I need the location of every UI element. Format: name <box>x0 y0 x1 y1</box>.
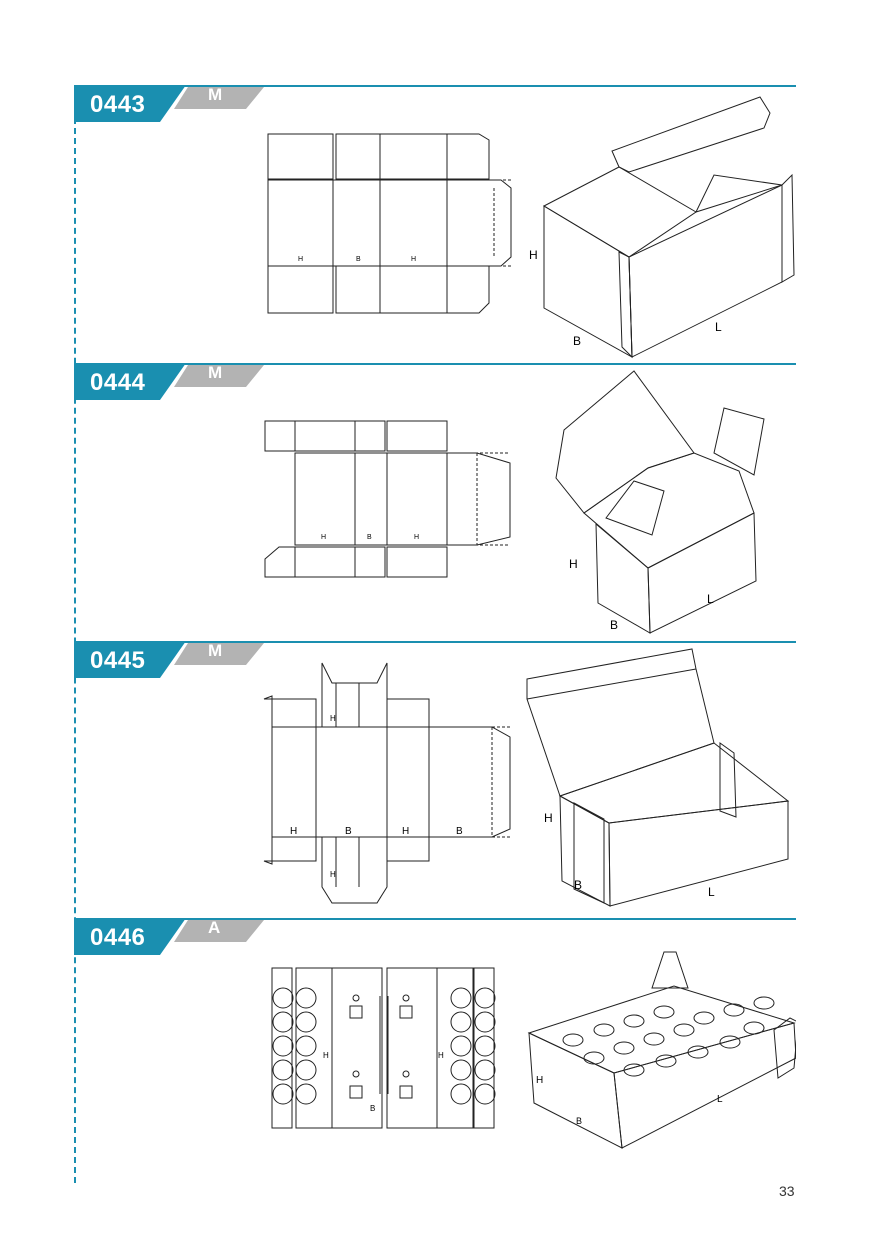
dim-label-l: L <box>708 885 715 899</box>
flat-label-h1: H <box>290 826 297 837</box>
flat-layout <box>271 967 496 1129</box>
section-rule <box>74 641 796 643</box>
section-0445: 0445 M <box>74 641 796 911</box>
section-rule <box>74 918 796 920</box>
dim-label-b: B <box>576 1116 582 1126</box>
box-3d <box>527 951 796 1149</box>
flat-label-h1: H <box>298 256 303 263</box>
flat-label-b: B <box>367 534 372 541</box>
material-type: M <box>208 85 223 104</box>
flat-label-b2: B <box>456 826 463 837</box>
dim-label-l: L <box>707 592 714 606</box>
flat-layout <box>264 420 511 578</box>
flat-label-h2: H <box>411 256 416 263</box>
dim-label-h: H <box>544 811 553 825</box>
style-code: 0446 <box>90 924 146 951</box>
code-tab: 0445 M <box>74 641 264 678</box>
code-tab: 0444 M <box>74 363 264 400</box>
dim-label-b: B <box>573 334 581 348</box>
style-code: 0443 <box>90 91 146 118</box>
flat-label-h1: H <box>323 1051 329 1060</box>
box-diagram: H H B H B H H B L <box>263 648 790 907</box>
style-code: 0445 <box>90 647 146 674</box>
flat-label-h2: H <box>414 534 419 541</box>
dim-label-l: L <box>715 320 722 334</box>
dim-label-b: B <box>574 878 582 892</box>
box-3d <box>542 96 795 359</box>
code-tab: 0443 M <box>74 85 264 122</box>
section-0444: 0444 M <box>74 363 796 634</box>
box-3d <box>555 370 765 634</box>
dim-label-h: H <box>529 248 538 262</box>
box-holes <box>562 996 775 1077</box>
dim-label-b: B <box>610 618 618 632</box>
flat-label-h2: H <box>438 1051 444 1060</box>
flat-label-h1: H <box>321 534 326 541</box>
flat-layout <box>267 133 512 314</box>
section-rule <box>74 363 796 365</box>
section-0443: 0443 M <box>74 85 796 359</box>
flat-layout <box>263 662 511 904</box>
section-0446: 0446 A <box>74 918 796 1188</box>
code-tab: 0446 A <box>74 918 264 955</box>
page-number: 33 <box>779 1183 795 1199</box>
box-diagram: H B H H B L <box>267 96 795 359</box>
dim-label-h: H <box>536 1075 543 1086</box>
flat-holes <box>272 987 496 1105</box>
material-type: M <box>208 641 223 660</box>
flat-label-b: B <box>356 256 361 263</box>
section-rule <box>74 85 796 87</box>
material-type: A <box>208 918 221 937</box>
dim-label-h: H <box>569 557 578 571</box>
flat-label-h2: H <box>402 826 409 837</box>
style-code: 0444 <box>90 369 146 396</box>
dim-label-l: L <box>717 1094 723 1105</box>
flat-label-h-top: H <box>330 714 336 723</box>
flat-label-b: B <box>370 1104 375 1113</box>
box-diagram: H H B H B L <box>271 951 796 1149</box>
box-diagram: H B H H B L <box>264 370 765 634</box>
flat-label-b1: B <box>345 826 352 837</box>
flat-label-h-bottom: H <box>330 870 336 879</box>
box-3d <box>526 648 790 907</box>
material-type: M <box>208 363 223 382</box>
